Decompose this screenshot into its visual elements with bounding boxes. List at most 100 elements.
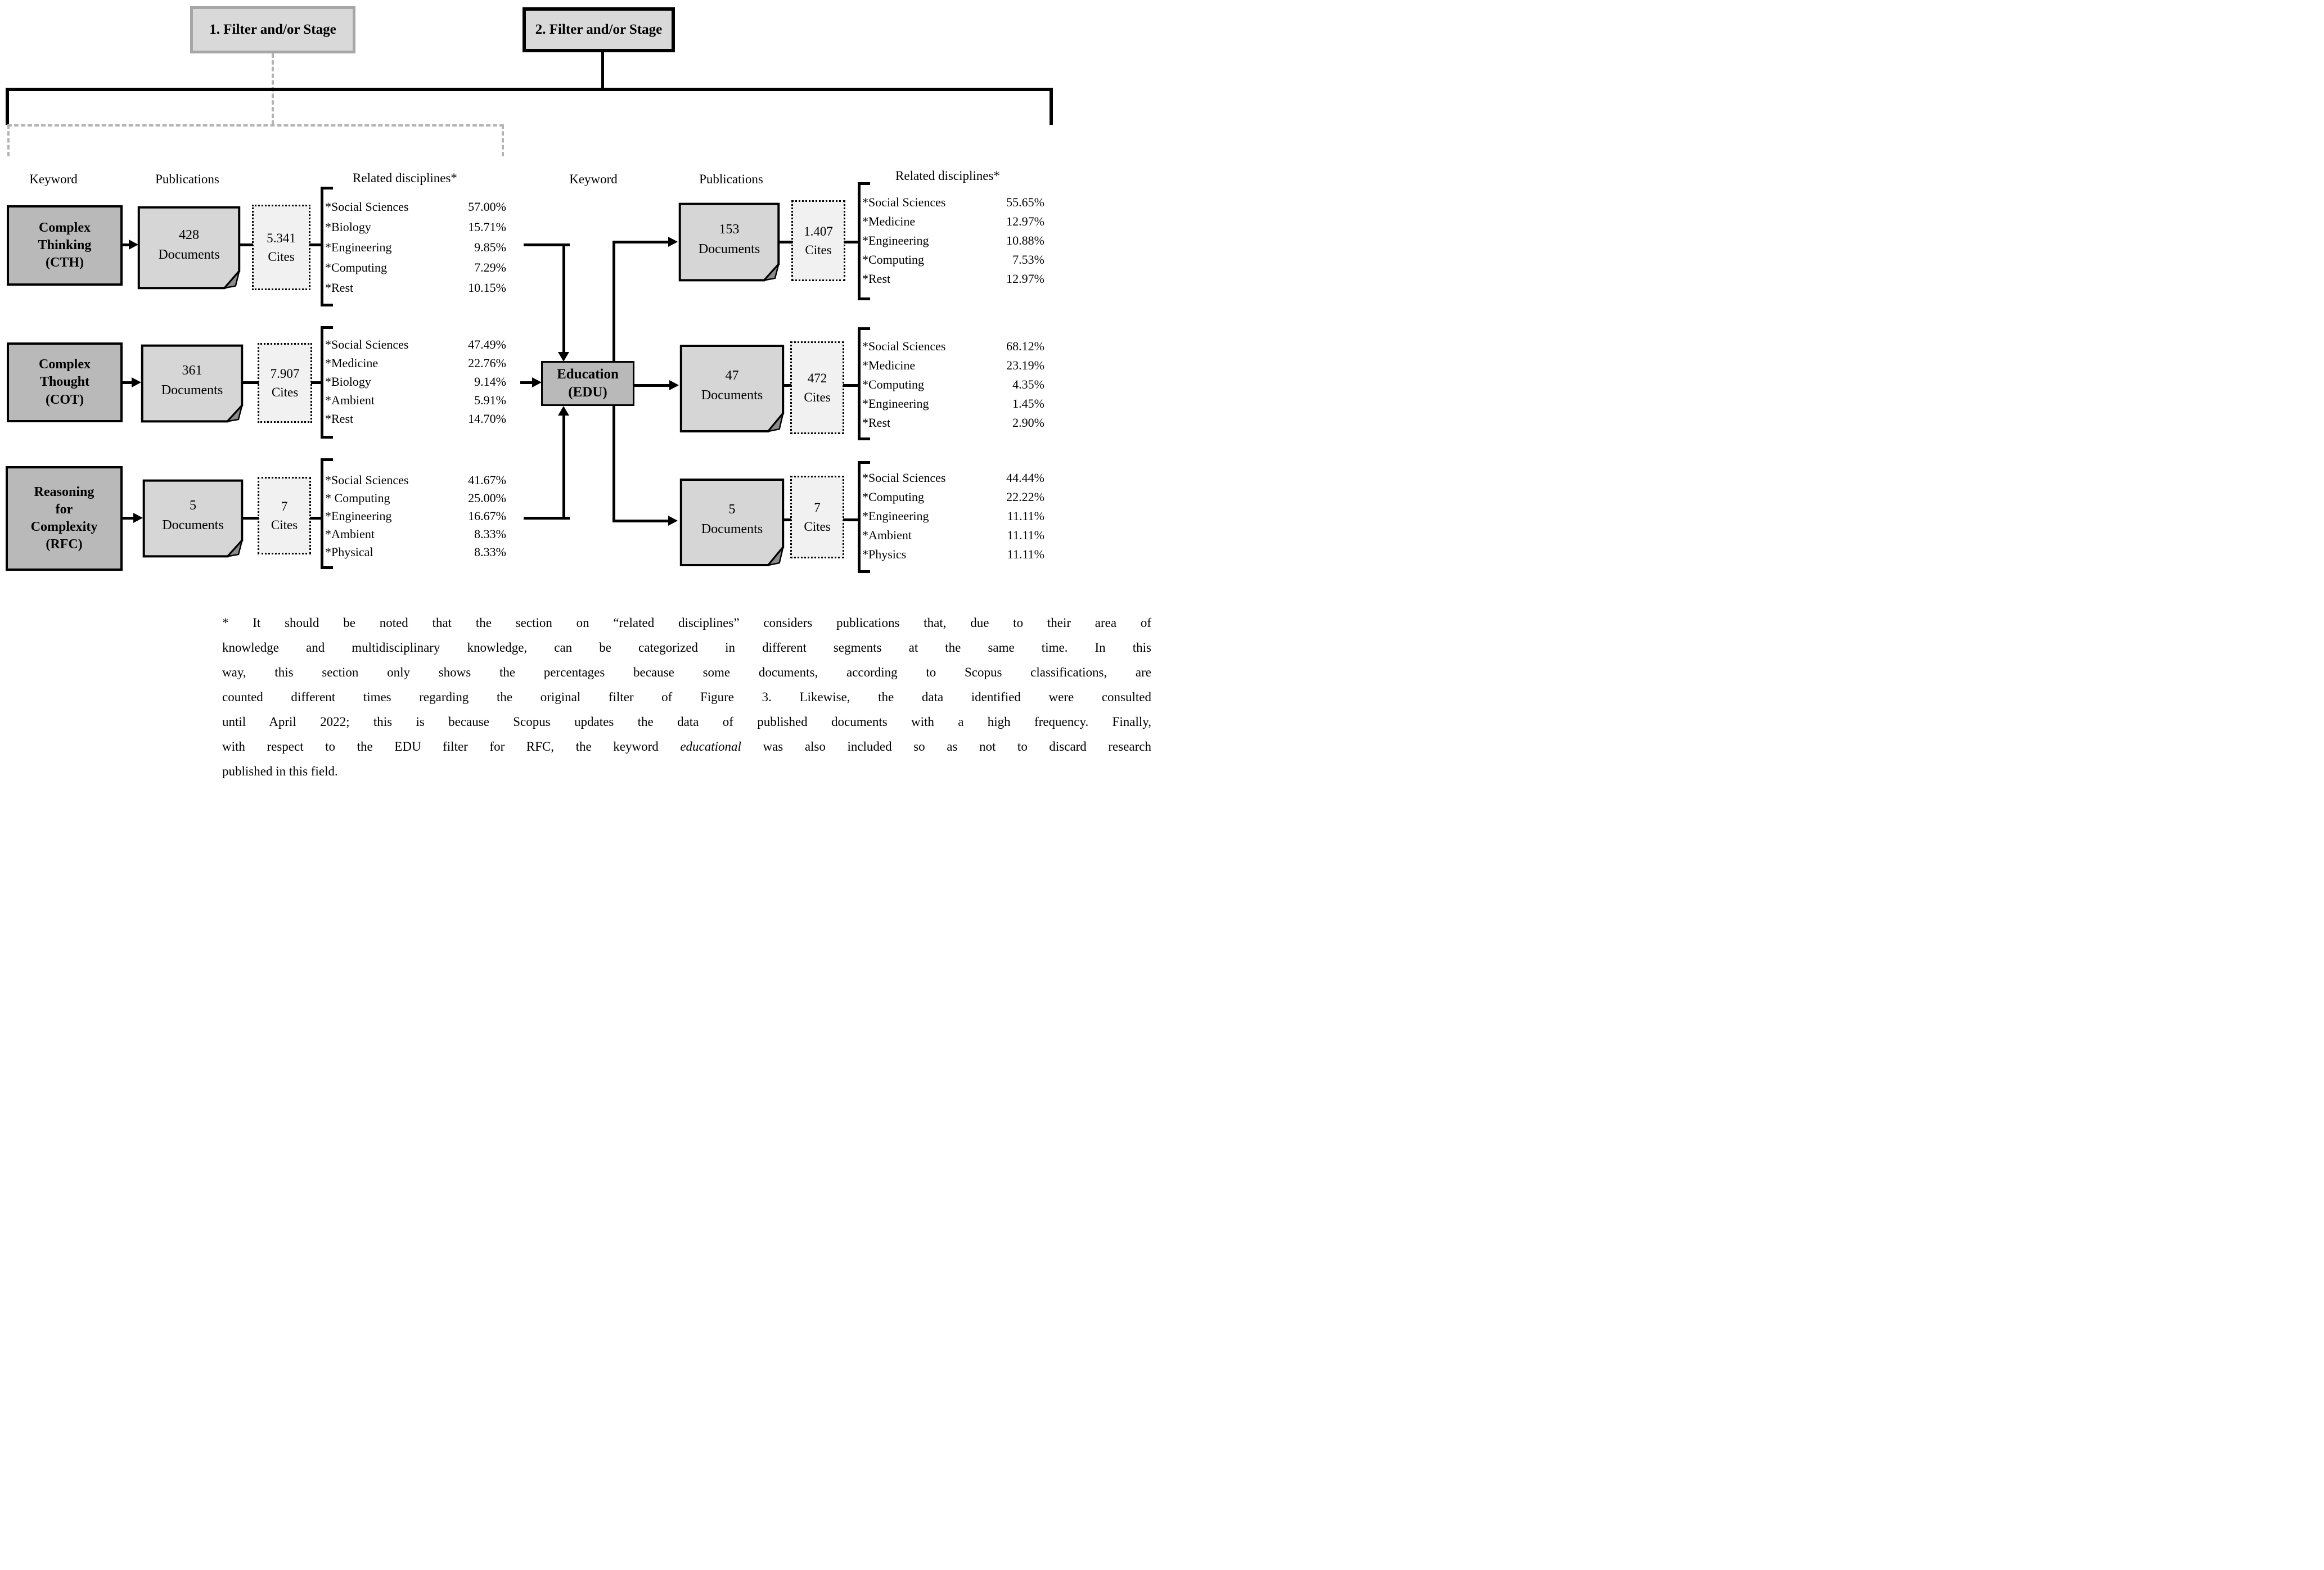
discipline-name: *Social Sciences [862, 471, 946, 485]
arrowhead-rfc-to-docs [133, 513, 143, 523]
discipline-name: * Computing [325, 491, 390, 505]
discipline-pct: 68.12% [1006, 339, 1044, 353]
stage1-span-left-end [7, 124, 10, 156]
connector-row2-to-edu [520, 381, 534, 384]
discipline-name: *Computing [862, 377, 925, 391]
discipline-name: *Rest [325, 281, 354, 295]
discipline-name: *Computing [325, 260, 388, 274]
documents-count-5: 5 Documents [701, 502, 763, 536]
documents-shape-47: 47 Documents [679, 344, 785, 433]
discipline-pct: 8.33% [474, 545, 506, 559]
discipline-name: *Engineering [325, 509, 392, 523]
footnote-italic-word: educational [680, 739, 741, 754]
connector-cites-bracket-row1-left [309, 243, 322, 246]
stage2-span-right-end [1050, 88, 1053, 125]
keyword-box-cot: Complex Thought (COT) [7, 342, 123, 422]
connector-edu-to-5-vertical [612, 406, 615, 522]
footnote-line: with respect to the EDU filter for RFC, … [222, 734, 1151, 759]
connector-row1-to-edu-vertical [562, 243, 565, 353]
discipline-name: *Social Sciences [325, 200, 409, 214]
bracket-right-row3 [858, 461, 870, 573]
discipline-name: *Engineering [862, 233, 929, 247]
document-icon [679, 478, 785, 567]
discipline-row: *Social Sciences 57.00% [325, 197, 506, 217]
discipline-pct: 10.15% [468, 281, 506, 295]
discipline-row: *Engineering 16.67% [325, 507, 506, 525]
discipline-name: *Rest [862, 416, 891, 430]
connector-cites-bracket-row2-left [311, 381, 322, 384]
discipline-pct: 9.14% [474, 374, 506, 389]
discipline-name: *Social Sciences [862, 195, 946, 209]
discipline-name: *Social Sciences [325, 473, 409, 487]
discipline-pct: 10.88% [1006, 233, 1044, 247]
documents-count-153: 153 Documents [698, 222, 760, 256]
discipline-name: *Medicine [862, 358, 916, 372]
discipline-pct: 11.11% [1007, 528, 1044, 542]
column-header-disciplines-left: Related disciplines* [353, 171, 457, 185]
footnote-line: published in this field. [222, 764, 338, 778]
footnote-text: was also included so as not to discard r… [741, 739, 1151, 754]
documents-shape-5: 5 Documents [679, 478, 785, 567]
discipline-pct: 16.67% [468, 509, 506, 523]
discipline-pct: 11.11% [1007, 509, 1044, 523]
discipline-pct: 22.22% [1006, 490, 1044, 504]
connector-cites-bracket-row3-left [310, 517, 322, 520]
discipline-pct: 23.19% [1006, 358, 1044, 372]
discipline-name: *Medicine [862, 214, 916, 228]
arrowhead-cot-to-docs [132, 377, 141, 387]
discipline-name: *Ambient [325, 393, 375, 407]
connector-cites-bracket-row3-right [843, 518, 859, 521]
discipline-pct: 57.00% [468, 200, 506, 214]
discipline-pct: 12.97% [1006, 214, 1044, 228]
discipline-pct: 1.45% [1012, 396, 1044, 410]
connector-edu-to-47 [634, 384, 670, 387]
arrowhead-into-5-docs [668, 516, 678, 526]
column-header-keyword-right: Keyword [569, 172, 618, 186]
discipline-pct: 12.97% [1006, 272, 1044, 286]
footnote-line: counted different times regarding the or… [222, 690, 1151, 704]
discipline-pct: 4.35% [1012, 377, 1044, 391]
document-icon [678, 202, 780, 282]
stage2-filter-box: 2. Filter and/or Stage [523, 7, 675, 52]
discipline-name: *Engineering [325, 240, 392, 254]
discipline-name: *Physical [325, 545, 373, 559]
discipline-row: *Engineering 10.88% [862, 231, 1044, 250]
cites-box-5: 7 Cites [790, 476, 844, 558]
connector-cites-bracket-row1-right [844, 241, 859, 243]
stage2-connector [601, 52, 604, 89]
documents-count-cth: 428 Documents [158, 227, 220, 262]
cites-box-cot: 7.907 Cites [258, 343, 312, 423]
arrowhead-into-153-docs [668, 237, 678, 247]
bracket-left-row1 [321, 187, 333, 306]
footnote-line: until April 2022; this is because Scopus… [222, 715, 1151, 729]
arrowhead-into-edu-left [532, 377, 542, 387]
footnote: * It should be noted that the section on… [222, 611, 1151, 784]
connector-edu-to-153-horizontal [612, 241, 669, 243]
connector-rfc-to-docs [123, 517, 134, 520]
documents-shape-cot: 361 Documents [141, 344, 244, 423]
stage1-filter-box: 1. Filter and/or Stage [190, 6, 355, 53]
discipline-name: *Computing [862, 252, 925, 267]
connector-row1-to-edu-horizontal [524, 243, 570, 246]
discipline-pct: 41.67% [468, 473, 506, 487]
cites-box-cth: 5.341 Cites [252, 205, 310, 290]
discipline-row: *Social Sciences 41.67% [325, 471, 506, 489]
stage2-span-line [6, 88, 1053, 91]
connector-docs-cites-row2-right [783, 384, 791, 387]
connector-docs-cites-row1-right [779, 241, 792, 243]
arrowhead-into-edu-bottom [558, 406, 569, 416]
document-icon [142, 479, 244, 558]
connector-edu-to-153-vertical [612, 241, 615, 361]
